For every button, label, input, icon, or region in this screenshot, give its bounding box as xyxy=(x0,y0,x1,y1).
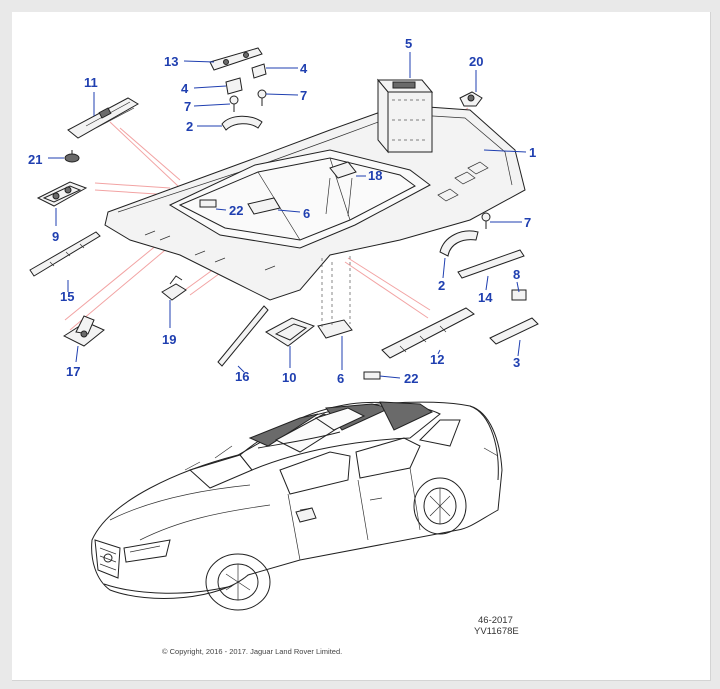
callout-18: 18 xyxy=(368,168,382,183)
part-17-housing xyxy=(62,315,105,347)
callout-labels: 1 2 2 3 4 4 5 6 6 7 7 7 8 9 10 11 12 13 … xyxy=(28,36,536,386)
callout-15: 15 xyxy=(60,289,74,304)
callout-7: 7 xyxy=(300,88,307,103)
part-14-rail xyxy=(457,249,525,279)
callout-7: 7 xyxy=(184,99,191,114)
drawing-number: YV11678E xyxy=(474,626,519,637)
part-21-grommet xyxy=(64,150,80,163)
part-7-screws xyxy=(229,89,491,229)
callout-17: 17 xyxy=(66,364,80,379)
callout-16: 16 xyxy=(235,369,249,384)
callout-12: 12 xyxy=(430,352,444,367)
part-13-bracket xyxy=(209,47,263,71)
callout-14: 14 xyxy=(478,290,493,305)
callout-1: 1 xyxy=(529,145,536,160)
callout-21: 21 xyxy=(28,152,42,167)
callout-2: 2 xyxy=(186,119,193,134)
callout-9: 9 xyxy=(52,229,59,244)
callout-2: 2 xyxy=(438,278,445,293)
part-3-strip xyxy=(489,317,539,345)
part-22-clips xyxy=(199,199,381,380)
callout-20: 20 xyxy=(469,54,483,69)
part-11-rail xyxy=(67,97,139,139)
part-16-rod xyxy=(217,305,269,367)
callout-4: 4 xyxy=(300,61,308,76)
part-12-rail xyxy=(381,307,475,359)
callout-22: 22 xyxy=(404,371,418,386)
guide-lines xyxy=(321,256,351,330)
part-10-lamp xyxy=(265,317,316,347)
callout-10: 10 xyxy=(282,370,296,385)
callout-6: 6 xyxy=(303,206,310,221)
callout-22: 22 xyxy=(229,203,243,218)
part-15-harness xyxy=(29,231,101,277)
callout-19: 19 xyxy=(162,332,176,347)
callout-leaders xyxy=(48,52,527,379)
car-illustration xyxy=(91,401,503,611)
part-6-bracket xyxy=(247,197,353,339)
callout-11: 11 xyxy=(84,75,98,90)
callout-8: 8 xyxy=(513,267,520,282)
callout-3: 3 xyxy=(513,355,520,370)
part-18-motor xyxy=(325,161,357,217)
part-5-overhead-console xyxy=(376,78,434,154)
callout-7: 7 xyxy=(524,215,531,230)
callout-6: 6 xyxy=(337,371,344,386)
part-2-grab-handle xyxy=(221,115,479,257)
part-20-clip xyxy=(459,91,483,107)
part-19-clip xyxy=(161,275,187,301)
part-4-hook xyxy=(225,63,267,95)
copyright-notice: © Copyright, 2016 - 2017. Jaguar Land Ro… xyxy=(162,647,342,656)
callout-13: 13 xyxy=(164,54,178,69)
date-code: 46-2017 xyxy=(478,615,513,626)
callout-4: 4 xyxy=(181,81,189,96)
callout-5: 5 xyxy=(405,36,412,51)
part-9-lamp xyxy=(36,181,88,207)
